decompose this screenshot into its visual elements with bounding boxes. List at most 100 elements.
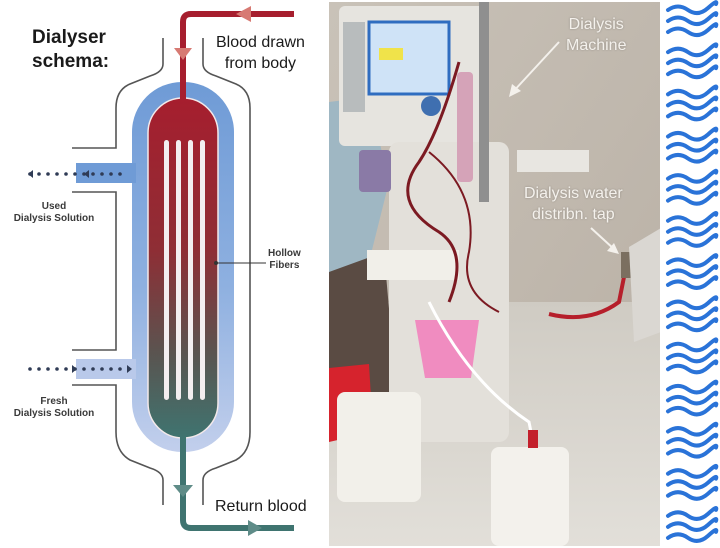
fresh-line-2: Dialysis Solution <box>13 408 95 419</box>
blood-tubing <box>406 61 461 303</box>
pink-bucket <box>415 320 479 378</box>
wave-line <box>666 11 719 26</box>
wave-line <box>666 443 719 459</box>
wave-line <box>666 264 719 279</box>
flow-dot <box>55 172 59 176</box>
flow-dot <box>73 172 77 176</box>
wave-line <box>666 0 719 15</box>
wave-line <box>666 317 719 333</box>
tap-line-1: Dialysis water <box>524 185 623 202</box>
used-line-2: Dialysis Solution <box>13 213 95 224</box>
venous-outlet-tube <box>180 436 294 531</box>
wave-line <box>666 190 719 206</box>
flow-dot <box>46 172 50 176</box>
wave-line <box>666 210 719 226</box>
wave-line <box>666 275 719 290</box>
drip-chamber <box>457 72 473 182</box>
wave-line <box>666 84 719 100</box>
pump-unit <box>359 150 391 192</box>
wave-line <box>666 95 719 111</box>
flow-dot <box>109 172 113 176</box>
wave-line <box>666 22 719 37</box>
machine-keypad <box>343 22 365 112</box>
fresh-dialysis-label: Fresh Dialysis Solution <box>4 396 104 420</box>
water-tap-label: Dialysis water distribn. tap <box>524 183 623 225</box>
hollow-fiber <box>176 140 181 400</box>
wave-line <box>666 106 719 122</box>
diagram-title: Dialyser schema: <box>32 26 109 74</box>
wave-line <box>666 485 719 501</box>
flow-dot <box>64 367 68 371</box>
title-line-2: schema: <box>32 51 110 72</box>
fibers-line-1: Hollow <box>268 248 301 259</box>
flow-dot <box>100 172 104 176</box>
return-blood-label: Return blood <box>215 498 307 515</box>
wave-line <box>666 401 719 417</box>
hollow-fibers-label: Hollow Fibers <box>268 248 301 272</box>
housing-outline-left-mid <box>72 191 117 351</box>
tap-pointer-arrow <box>590 227 616 251</box>
blood-drawn-line-2: from body <box>224 55 297 72</box>
used-dialysate-port <box>76 163 136 183</box>
flow-dot <box>28 367 32 371</box>
flow-dot <box>64 172 68 176</box>
hollow-fiber <box>200 140 205 400</box>
water-waves-strip <box>660 0 720 548</box>
flow-dot <box>82 367 86 371</box>
wave-line <box>666 232 719 248</box>
flow-dot <box>46 367 50 371</box>
outlet-arrow-down <box>173 485 193 497</box>
iv-pole <box>479 2 489 202</box>
fresh-flow-arrow <box>28 365 132 373</box>
wave-line <box>666 390 719 406</box>
water-tap <box>621 252 631 278</box>
flow-dot <box>55 367 59 371</box>
water-hose <box>548 261 629 320</box>
wave-line <box>666 64 719 80</box>
machine-line-2: Machine <box>566 37 627 54</box>
outlet-arrow-right <box>248 520 262 536</box>
housing-outline-left <box>72 38 164 149</box>
wave-line <box>666 179 719 195</box>
drain-tube-cap <box>528 430 538 448</box>
wave-line <box>666 348 719 364</box>
dialysis-machine-label: Dialysis Machine <box>566 14 626 56</box>
wave-line <box>666 53 719 69</box>
wave-line <box>666 506 719 521</box>
used-line-1: Used <box>41 201 67 212</box>
wall-outlets <box>517 150 589 172</box>
sink-board <box>629 228 661 342</box>
machine-pointer-head <box>509 84 521 97</box>
blood-drawn-label: Blood drawn from body <box>216 32 305 74</box>
flow-arrowhead <box>72 365 77 373</box>
fibers-line-2: Fibers <box>269 260 300 271</box>
blood-chamber <box>147 97 219 439</box>
used-flow-arrow <box>28 170 122 178</box>
inlet-arrow-down <box>174 48 192 60</box>
wave-line <box>666 253 719 268</box>
housing-outline-right <box>202 38 251 505</box>
blood-drawn-line-1: Blood drawn <box>216 34 305 51</box>
wave-line <box>666 474 719 490</box>
arterial-inlet-tube <box>180 11 294 100</box>
flow-arrowhead <box>127 365 132 373</box>
machine-line-1: Dialysis <box>568 16 624 33</box>
flow-dot <box>91 367 95 371</box>
wave-line <box>666 463 719 479</box>
canister-left <box>337 392 421 502</box>
wave-line <box>666 126 719 142</box>
wave-line <box>666 432 719 448</box>
inlet-arrow-horizontal <box>236 6 251 22</box>
fresh-line-1: Fresh <box>40 396 68 407</box>
tap-pointer-head <box>607 243 619 254</box>
flow-dot <box>37 172 41 176</box>
blood-tubing-2 <box>428 151 500 313</box>
wave-line <box>666 168 719 184</box>
flow-dot <box>109 367 113 371</box>
dialyser-diagram <box>28 6 294 536</box>
housing-outline-left-low <box>72 384 164 505</box>
wave-line <box>666 337 719 353</box>
hollow-fiber <box>188 140 193 400</box>
wave-line <box>666 148 719 164</box>
